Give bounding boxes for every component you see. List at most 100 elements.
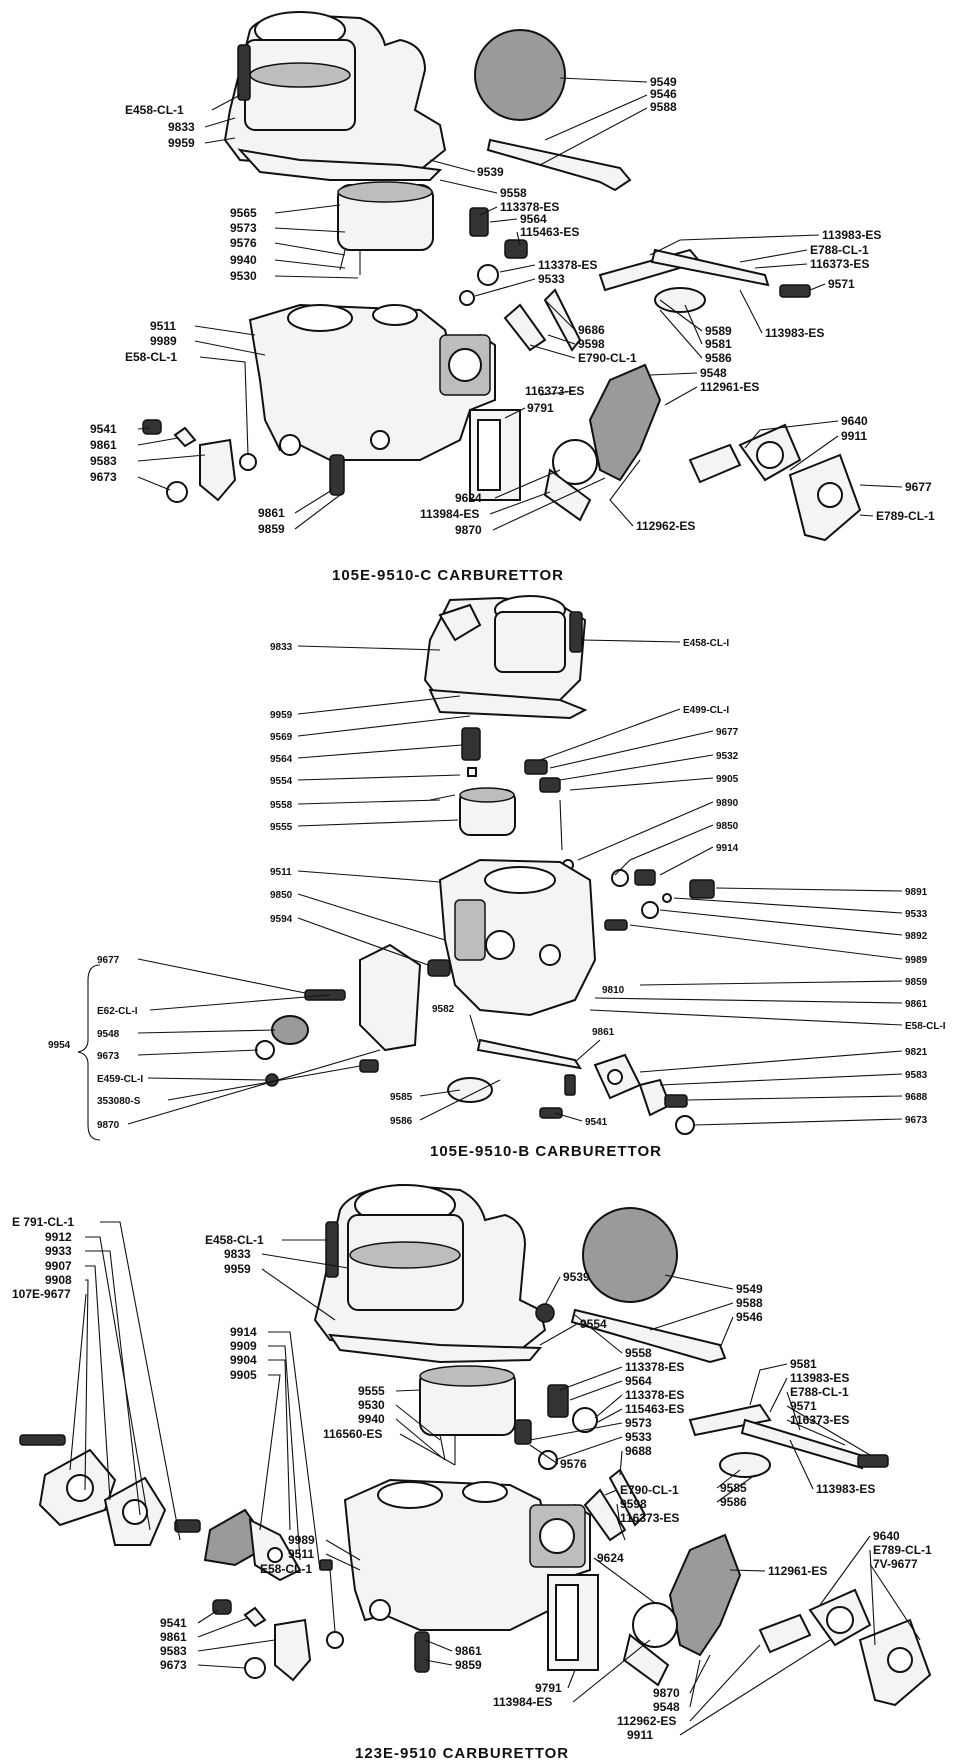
part-label: 9546 bbox=[736, 1310, 763, 1324]
part-label: E458-CL-1 bbox=[125, 103, 184, 117]
part-label: 9548 bbox=[653, 1700, 680, 1714]
part-label: 9914 bbox=[230, 1325, 257, 1339]
part-label: 9539 bbox=[477, 165, 504, 179]
part-label: 9940 bbox=[230, 253, 257, 267]
part-label: 9907 bbox=[45, 1259, 72, 1273]
part-label: 9673 bbox=[905, 1115, 928, 1126]
part-label: 115463-ES bbox=[520, 225, 579, 239]
part-label: 9541 bbox=[90, 422, 117, 436]
part-label: E459-CL-I bbox=[97, 1074, 143, 1085]
part-label: E788-CL-1 bbox=[810, 243, 869, 257]
part-label: 9511 bbox=[288, 1547, 314, 1561]
part-label: 9558 bbox=[270, 800, 293, 811]
diagram-2-leader-lines bbox=[127, 639, 903, 1126]
part-label: E788-CL-1 bbox=[790, 1385, 849, 1399]
part-label: 9555 bbox=[358, 1384, 385, 1398]
part-label: 9673 bbox=[160, 1658, 187, 1672]
part-label: 9564 bbox=[270, 754, 293, 765]
part-label: 9833 bbox=[270, 642, 293, 653]
part-label: 9564 bbox=[520, 212, 547, 226]
part-label: 9624 bbox=[597, 1551, 624, 1565]
part-label: 9533 bbox=[538, 272, 565, 286]
diagram-3-leader-lines bbox=[69, 1221, 921, 1736]
group-brace bbox=[77, 964, 101, 1141]
part-label: 9933 bbox=[45, 1244, 72, 1258]
part-label: 9564 bbox=[625, 1374, 652, 1388]
part-label: 116373-ES bbox=[620, 1511, 679, 1525]
diagram-2-parts-art bbox=[255, 595, 715, 1135]
part-label: 9569 bbox=[270, 732, 293, 743]
part-label: E790-CL-1 bbox=[578, 351, 637, 365]
part-label: 9588 bbox=[650, 100, 677, 114]
part-label: E458-CL-1 bbox=[205, 1233, 264, 1247]
part-label: 9541 bbox=[585, 1117, 608, 1128]
brace-label: 9954 bbox=[48, 1040, 71, 1051]
part-label: 9905 bbox=[716, 774, 739, 785]
part-label: 116373-ES bbox=[810, 257, 869, 271]
part-label: 9833 bbox=[224, 1247, 251, 1261]
part-label: 9673 bbox=[97, 1051, 120, 1062]
part-label: 9791 bbox=[535, 1681, 562, 1695]
part-label: 115463-ES bbox=[625, 1402, 684, 1416]
part-label: 9909 bbox=[230, 1339, 257, 1353]
part-label: 9586 bbox=[390, 1116, 413, 1127]
part-label: 9859 bbox=[905, 977, 928, 988]
inline-part-label: 9810 bbox=[602, 985, 625, 996]
part-label: E58-CL-1 bbox=[125, 350, 177, 364]
part-label: 9585 bbox=[720, 1481, 747, 1495]
part-label: 9908 bbox=[45, 1273, 72, 1287]
part-label: 113378-ES bbox=[538, 258, 597, 272]
part-label: 112961-ES bbox=[768, 1564, 827, 1578]
part-label: 112962-ES bbox=[617, 1714, 676, 1728]
part-label: E458-CL-I bbox=[683, 638, 729, 649]
part-label: 9530 bbox=[230, 269, 257, 283]
part-label: 9558 bbox=[500, 186, 527, 200]
part-label: 9554 bbox=[270, 776, 293, 787]
part-label: 9640 bbox=[841, 414, 868, 428]
part-label: 9677 bbox=[905, 480, 932, 494]
diagram-105e-9510-c: E458-CL-1 9833 9959 9549 9546 9588 9539 … bbox=[90, 11, 935, 584]
part-label: 9581 bbox=[705, 337, 732, 351]
part-label: 9989 bbox=[288, 1533, 315, 1547]
part-label: 9511 bbox=[270, 867, 292, 878]
part-label: 9677 bbox=[716, 727, 739, 738]
part-label: 9891 bbox=[905, 887, 928, 898]
part-label: 9573 bbox=[230, 221, 257, 235]
part-label: 113983-ES bbox=[816, 1482, 875, 1496]
part-label: 113378-ES bbox=[625, 1388, 684, 1402]
part-label: 9598 bbox=[620, 1497, 647, 1511]
part-label: E58-CL-I bbox=[905, 1021, 946, 1032]
part-label: 113378-ES bbox=[625, 1360, 684, 1374]
part-label: 9533 bbox=[905, 909, 928, 920]
part-label: E58-CL-1 bbox=[260, 1562, 312, 1576]
diagram-caption: 105E-9510-C CARBURETTOR bbox=[332, 567, 564, 584]
part-label: E789-CL-1 bbox=[876, 509, 935, 523]
part-label: 9892 bbox=[905, 931, 928, 942]
part-label: 353080-S bbox=[97, 1096, 141, 1107]
part-label: 9673 bbox=[90, 470, 117, 484]
part-label: 9959 bbox=[224, 1262, 251, 1276]
part-label: 9533 bbox=[625, 1430, 652, 1444]
part-label: 9573 bbox=[625, 1416, 652, 1430]
part-label: 9558 bbox=[625, 1346, 652, 1360]
part-label: 9688 bbox=[905, 1092, 928, 1103]
part-label: 9861 bbox=[905, 999, 928, 1010]
part-label: 9850 bbox=[716, 821, 739, 832]
part-label: 9594 bbox=[270, 914, 293, 925]
part-label: 9576 bbox=[560, 1457, 587, 1471]
part-label: 9549 bbox=[650, 75, 677, 89]
part-label: 9583 bbox=[160, 1644, 187, 1658]
part-label: 9861 bbox=[455, 1644, 482, 1658]
part-label: 9859 bbox=[258, 522, 285, 536]
part-label: 9861 bbox=[592, 1027, 615, 1038]
part-label: 112961-ES bbox=[700, 380, 759, 394]
diagram-2-labels: 9833 E458-CL-I 9959 9569 E499-CL-I 9677 … bbox=[48, 638, 946, 1131]
diagram-3-labels: E 791-CL-1 9912 9933 9907 9908 107E-9677… bbox=[12, 1215, 932, 1742]
part-label: 9911 bbox=[627, 1728, 653, 1742]
part-label: 112962-ES bbox=[636, 519, 695, 533]
part-label: 9959 bbox=[168, 136, 195, 150]
part-label: 9912 bbox=[45, 1230, 72, 1244]
part-label: 113984-ES bbox=[493, 1695, 552, 1709]
part-label: 9530 bbox=[358, 1398, 385, 1412]
